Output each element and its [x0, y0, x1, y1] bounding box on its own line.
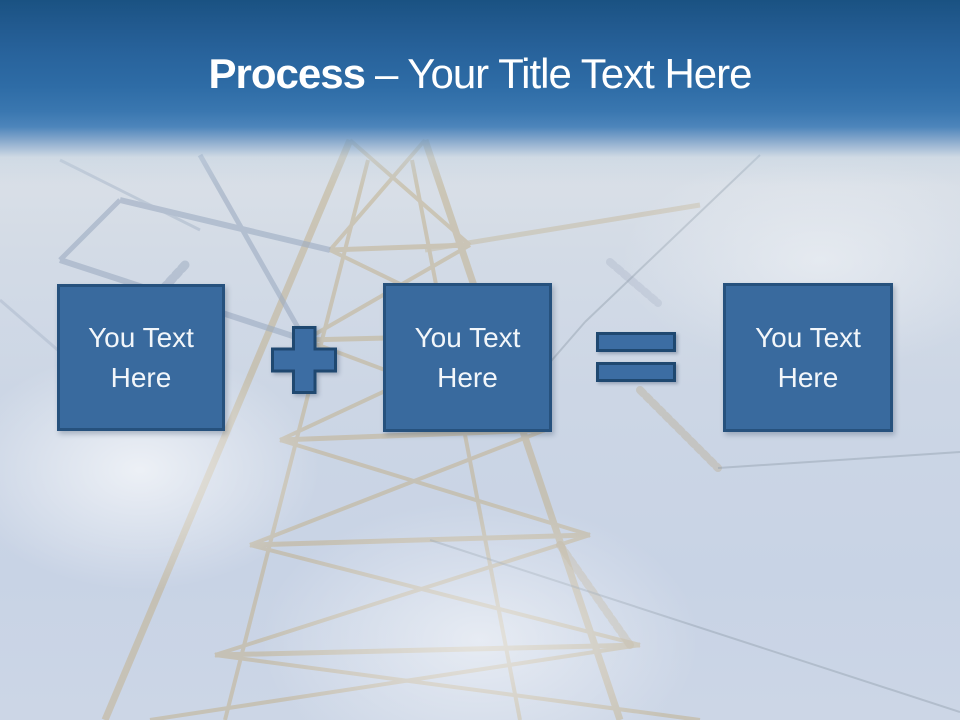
power-wires — [429, 154, 960, 713]
box-text-line: Here — [437, 361, 498, 393]
header-band — [0, 0, 960, 192]
title-primary-text: Process — [208, 50, 365, 97]
equals-bottom-bar — [596, 362, 676, 382]
plus-shape — [271, 326, 337, 394]
slide-title[interactable]: Process–Your Title Text Here — [0, 50, 960, 98]
equals-top-bar — [596, 332, 676, 352]
title-separator-dash: – — [374, 50, 398, 97]
text-placeholder-box-3[interactable]: You Text Here — [723, 283, 893, 432]
title-secondary-text: Your Title Text Here — [407, 50, 752, 97]
box-text-line: You Text — [88, 321, 194, 353]
box-text-line: You Text — [755, 321, 861, 353]
equals-icon[interactable] — [596, 332, 676, 382]
plus-icon[interactable] — [271, 326, 337, 394]
cloud-shape — [260, 500, 700, 720]
box-text-line: You Text — [414, 321, 521, 353]
box-text-line: Here — [777, 361, 839, 393]
text-placeholder-box-1[interactable]: You Text Here — [57, 284, 225, 431]
text-placeholder-box-2[interactable]: You Text Here — [383, 283, 552, 432]
box-text-line: Here — [110, 361, 172, 393]
